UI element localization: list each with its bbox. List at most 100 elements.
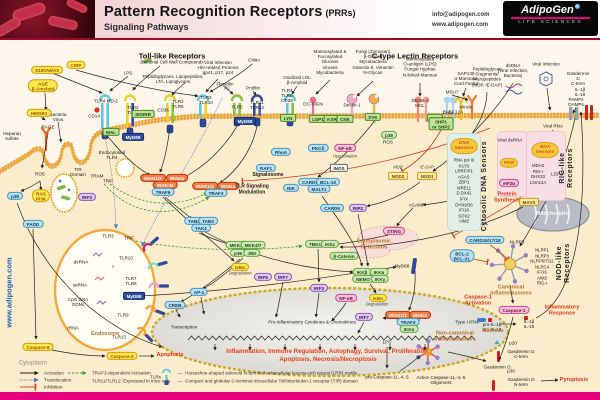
irf3: IRF3	[310, 283, 328, 293]
pamps-damps: PAMPs DAMPs	[568, 96, 584, 107]
mal: MAL	[102, 127, 120, 137]
ikk: IKKα	[399, 324, 419, 334]
ie-dap: iE-DAP	[420, 164, 434, 170]
tram: TRAM	[90, 173, 104, 179]
tlr7-tlr8: TLR7 TLR8	[125, 275, 137, 286]
mincle: Mincle	[459, 104, 473, 110]
dc-sign: DC-SIGN	[303, 101, 323, 107]
section-nod-like-receptors: NOD-like Receptors	[556, 243, 571, 283]
inhibition: Inhibition	[44, 384, 63, 390]
irf5: IRF5	[254, 272, 272, 282]
tlr4-md-2: TLR4 MD-2	[94, 98, 118, 104]
gasdermin-d-n-term: Gasdermin D N-term	[507, 376, 535, 387]
pkc: PKCδ	[307, 143, 329, 153]
caspase-1: Caspase-1	[498, 305, 530, 315]
irak4: IRAK4	[217, 181, 239, 191]
endocytosed-tlr4: Endocytosed TLR4	[98, 149, 126, 160]
creb: CREB	[164, 300, 186, 310]
dectin-2-mcl: Dectin-2 MCL	[411, 97, 429, 108]
dsdna-viral-infection-bacteria: dsDNA (Viral Infection, Bacteria)	[497, 63, 529, 79]
p20: p20	[509, 340, 517, 346]
irak4: IRAK4	[166, 173, 188, 183]
tlr11-tlr12: TLR11 TLR12	[250, 99, 264, 110]
endoplasmic-reticulum: Endoplasmic Reticulum	[356, 238, 392, 251]
logo-dot-icon	[574, 4, 580, 9]
translocation: Translocation	[44, 377, 72, 383]
lyn: LYN	[280, 113, 296, 123]
jnk: JNK	[243, 248, 261, 258]
tlr-signaling-modulation: TLR Signaling Modulation	[235, 183, 269, 195]
cnk: CNK	[336, 114, 354, 124]
viral-infection-hiv-related-prot: Viral Infection HIV-related Proteins gp4…	[197, 60, 239, 76]
myd88: MyD88	[123, 291, 145, 301]
cirp: CIRP	[66, 60, 86, 70]
ikk: IKKε	[320, 239, 340, 249]
viral-rna: Viral RNA	[542, 123, 564, 129]
dsrna: dsRNA	[73, 259, 89, 265]
section-c-type-lectin-receptors: C-type Lectin Receptors	[371, 51, 459, 61]
bacteria-photo-image	[0, 0, 95, 38]
endosome: Endosome	[90, 330, 120, 337]
nucleus: Nucleus	[482, 327, 504, 334]
page-subtitle: Signaling Pathways	[104, 22, 189, 32]
ros: ROS	[35, 171, 45, 177]
logo-brand-text: AdipoGen	[521, 4, 574, 16]
nlrp3: NLRP3	[509, 239, 525, 245]
inos: iNOS	[329, 163, 349, 173]
bottom-accent-bar	[0, 392, 600, 400]
flagellin: Flagellin	[216, 81, 234, 87]
rrna: rRNA	[67, 325, 79, 331]
tlr13: TLR13	[112, 334, 126, 340]
tlr2-tlr10: TLR2 TLR10	[199, 94, 213, 105]
fadd: FADD	[22, 219, 44, 229]
contact-website: www.adipogen.com	[432, 22, 489, 29]
ros: ROS	[383, 139, 393, 145]
lps: LPS	[123, 70, 133, 76]
caspase-1-activation: Caspase-1 Activation	[464, 294, 492, 307]
tlr11-tlr12-expressed-in-mice-on: TLR11/TLR12: Expressed in mice only	[92, 378, 171, 384]
myd88: MyD88	[394, 263, 410, 269]
eif2: eIF2α	[498, 178, 520, 188]
transcription: Transcription	[170, 324, 198, 330]
mannosylated-o-antigen-lps-funga: Mannosylated O-antigen (LPS) Fungal Hyph…	[402, 56, 438, 78]
trif: TRIF	[102, 178, 114, 184]
pkr: PKR	[499, 157, 519, 169]
gasdermin-d-c-term: Gasdermin D C-term	[507, 348, 535, 359]
catenin: β-Catenin	[329, 251, 359, 261]
mannosylated-fucosylated-glucans: Mannosylated & Fucosylated Glucans Virus…	[313, 48, 347, 75]
s100a8-a9: S100A8/A9	[31, 65, 63, 75]
pro-il-1-pro-il-18: pro-IL-1β pro-IL-18	[482, 321, 502, 332]
shp1-or-shp2: SHP1 or SHP2	[428, 117, 454, 131]
ikk: IKKγ	[370, 274, 390, 284]
il-1-il-18: IL-1β IL-18	[574, 86, 586, 97]
side-website: www.adipogen.com	[4, 257, 14, 328]
viral-dsrna: Viral dsRNA	[497, 137, 523, 143]
raf1: RAF1	[256, 163, 276, 173]
pyroptosis: Pyroptosis	[559, 376, 589, 383]
age-amyloid: AGE β-Amyloid	[27, 79, 59, 93]
tlr9: TLR9	[117, 312, 129, 318]
traf3: TRAF3	[204, 188, 228, 198]
cgamp: cGAMP	[409, 202, 425, 208]
degradation: Degradation	[228, 270, 252, 276]
tlr10: TLR10	[119, 255, 133, 261]
dectin-1: Dectin-1	[343, 102, 361, 108]
irf7: IRF7	[274, 272, 292, 282]
bacterial-cell-wall-compounds: Bacterial Cell Wall Compounds	[140, 59, 204, 65]
caspase-8: Caspase-8	[22, 342, 54, 352]
outcome-text: Inflammation, Immune Regulation, Autopha…	[226, 347, 430, 363]
logo-rule	[511, 17, 590, 19]
dna-sensors: DNA Sensors	[450, 138, 478, 154]
cd14: CD14	[88, 113, 100, 119]
clec12a: CLEC12A	[442, 109, 464, 115]
mitochondria: Mitochondria	[535, 210, 571, 217]
peptidoglycan-fragments-muropept: Peptidoglycan Fragments/ Muropeptides (M…	[471, 66, 503, 88]
page-title: Pattern Recognition Receptors	[104, 4, 323, 20]
nod2: NOD2	[388, 171, 408, 181]
signalosome: Signalosome	[252, 172, 284, 179]
tir-domain: TIR Domain	[70, 166, 86, 177]
i-b: IκBα	[231, 262, 249, 272]
rna-sensors: RNA Sensors	[531, 142, 559, 158]
apoptosis: Apoptosis	[156, 351, 184, 358]
